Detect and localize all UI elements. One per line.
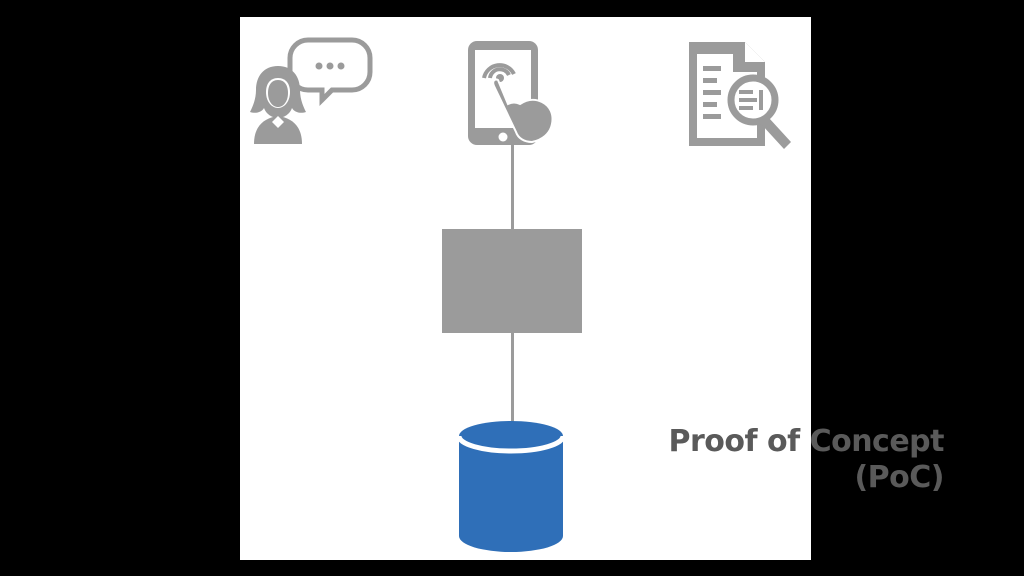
document-search-icon xyxy=(689,42,791,149)
caption-line-2: (PoC) xyxy=(854,460,944,495)
database-icon xyxy=(456,421,566,552)
caption-proof-of: Proof of xyxy=(668,424,800,459)
process-block xyxy=(442,229,582,333)
connector-tablet-to-box xyxy=(511,145,514,229)
caption-line-1: Proof of Concept xyxy=(668,424,944,460)
connector-box-to-database xyxy=(511,333,514,425)
touch-tablet-icon xyxy=(468,41,554,145)
caption-concept: Concept xyxy=(799,424,945,459)
user-chat-icon xyxy=(250,37,373,144)
poc-caption: Proof of Concept (PoC) xyxy=(668,424,944,496)
